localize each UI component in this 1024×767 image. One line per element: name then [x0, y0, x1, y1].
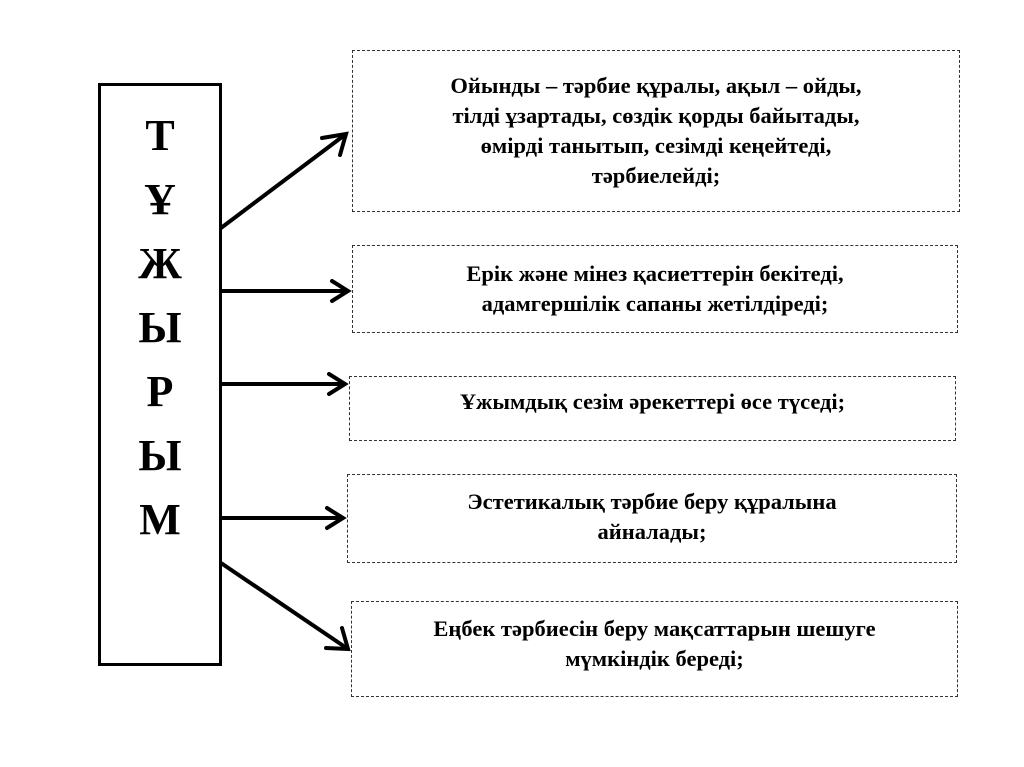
title-letter: Ы — [138, 303, 182, 352]
item-text: Ерік және мінез қасиеттерін бекітеді, ад… — [466, 261, 844, 316]
item-text: Ойынды – тәрбие құралы, ақыл – ойды, тіл… — [450, 73, 862, 188]
title-letter: Ы — [138, 431, 182, 480]
title-letter: Ұ — [144, 175, 176, 224]
text-box-1: Ойынды – тәрбие құралы, ақыл – ойды, тіл… — [352, 50, 960, 212]
vertical-title-box: Т Ұ Ж Ы Р Ы М — [98, 83, 222, 666]
item-text: Эстетикалық тәрбие беру құралына айналад… — [467, 489, 837, 544]
arrow-1 — [219, 132, 348, 230]
title-letter: Т — [145, 111, 175, 160]
arrow-5 — [219, 561, 350, 651]
text-box-4: Эстетикалық тәрбие беру құралына айналад… — [347, 474, 957, 563]
title-letter: М — [139, 495, 181, 544]
text-box-3: Ұжымдық сезім әрекеттері өсе түседі; — [349, 376, 956, 441]
item-text: Еңбек тәрбиесін беру мақсаттарын шешуге … — [433, 616, 876, 671]
text-box-2: Ерік және мінез қасиеттерін бекітеді, ад… — [352, 245, 958, 333]
item-text: Ұжымдық сезім әрекеттері өсе түседі; — [459, 389, 846, 414]
title-letter: Р — [146, 367, 174, 416]
title-letter: Ж — [138, 239, 182, 288]
text-box-5: Еңбек тәрбиесін беру мақсаттарын шешуге … — [351, 601, 958, 697]
